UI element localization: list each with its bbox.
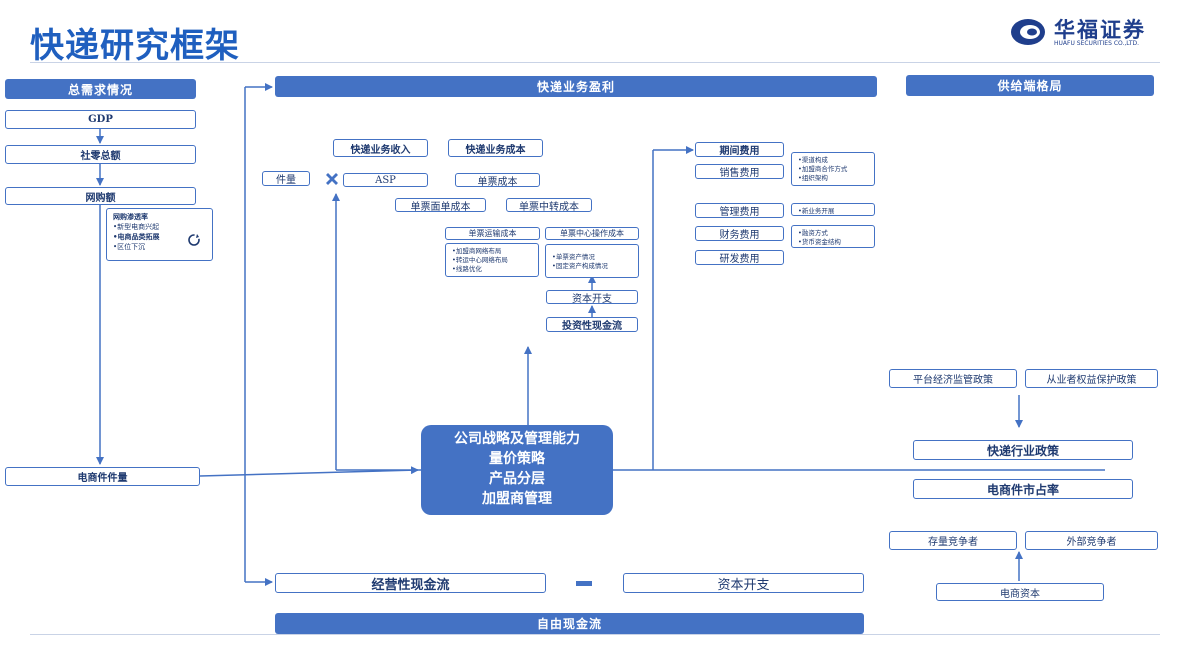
footer-divider <box>30 634 1160 635</box>
node-ecommerce-volume: 电商件件量 <box>5 467 200 486</box>
penetration-item: •新型电商兴起 <box>113 223 160 231</box>
refresh-cycle-icon <box>188 234 200 246</box>
node-express-cost: 快递业务成本 <box>448 139 543 157</box>
note-item: •加盟商网络布局 <box>452 247 502 255</box>
node-asp: ASP <box>343 173 428 187</box>
penetration-title: 网购渗透率 <box>113 212 148 221</box>
node-industry-policy: 快递行业政策 <box>913 440 1133 460</box>
note-item: •货币资金结构 <box>798 238 841 246</box>
node-investing-cashflow: 投资性现金流 <box>546 317 638 332</box>
note-transport: •加盟商网络布局 •转运中心网络布局 •线路优化 <box>445 243 539 277</box>
note-center-op: •单票资产情况 •固定资产构成情况 <box>545 244 639 278</box>
core-line: 公司战略及管理能力 <box>454 431 580 447</box>
penetration-item: •区位下沉 <box>113 243 146 251</box>
node-rnd-expenses: 研发费用 <box>695 250 784 265</box>
brand-name: 华福证券 <box>1054 17 1146 42</box>
node-gdp: GDP <box>5 110 196 129</box>
header-free-cashflow: 自由现金流 <box>275 613 864 634</box>
node-center-op-cost: 单票中心操作成本 <box>545 227 639 240</box>
penetration-item: •电商品类拓展 <box>113 232 160 241</box>
page-title: 快递研究框架 <box>30 26 240 66</box>
node-existing-competitors: 存量竞争者 <box>889 531 1017 550</box>
header-express-profit: 快递业务盈利 <box>275 76 877 97</box>
node-market-share: 电商件市占率 <box>913 479 1133 499</box>
node-worker-policy: 从业者权益保护政策 <box>1025 369 1158 388</box>
node-selling-expenses: 销售费用 <box>695 164 784 179</box>
core-line: 产品分层 <box>489 471 545 487</box>
node-transport-cost: 单票运输成本 <box>445 227 540 240</box>
brand-logo: 华福证券 HUAFU SECURITIES CO.,LTD. <box>1010 14 1160 50</box>
note-finance: •融资方式 •货币资金结构 <box>791 225 875 248</box>
minus-icon <box>576 581 592 586</box>
brand-mark-icon <box>1011 19 1045 45</box>
header-total-demand: 总需求情况 <box>5 79 196 99</box>
note-item: •固定资产构成情况 <box>552 262 608 270</box>
note-selling: •渠道构成 •加盟商合作方式 •组织架构 <box>791 152 875 186</box>
node-online-penetration: 网购渗透率 •新型电商兴起 •电商品类拓展 •区位下沉 <box>106 208 213 261</box>
note-item: •渠道构成 <box>798 156 828 164</box>
node-transfer-cost: 单票中转成本 <box>506 198 592 213</box>
node-online-sales: 网购额 <box>5 187 196 205</box>
header-divider <box>30 62 1160 63</box>
node-face-sheet-cost: 单票面单成本 <box>395 198 486 213</box>
note-item: •融资方式 <box>798 229 828 237</box>
node-platform-policy: 平台经济监管政策 <box>889 369 1017 388</box>
node-external-competitors: 外部竞争者 <box>1025 531 1158 550</box>
node-finance-expenses: 财务费用 <box>695 226 784 241</box>
node-capex: 资本开支 <box>546 290 638 305</box>
header-supply-structure: 供给端格局 <box>906 75 1154 96</box>
note-item: •加盟商合作方式 <box>798 165 848 173</box>
note-item: •新业务开展 <box>798 207 835 215</box>
node-unit-cost: 单票成本 <box>455 173 540 188</box>
note-item: •组织架构 <box>798 174 828 182</box>
node-admin-expenses: 管理费用 <box>695 203 784 218</box>
note-item: •单票资产情况 <box>552 253 595 261</box>
note-admin: •新业务开展 <box>791 203 875 216</box>
core-line: 量价策略 <box>489 451 545 467</box>
core-line: 加盟商管理 <box>482 491 552 507</box>
node-period-expenses: 期间费用 <box>695 142 784 157</box>
note-item: •转运中心网络布局 <box>452 256 508 264</box>
note-item: •线路优化 <box>452 265 482 273</box>
node-capex-bottom: 资本开支 <box>623 573 864 593</box>
node-volume: 件量 <box>262 171 310 186</box>
node-company-strategy: 公司战略及管理能力 量价策略 产品分层 加盟商管理 <box>421 425 613 515</box>
brand-name-en: HUAFU SECURITIES CO.,LTD. <box>1054 40 1140 47</box>
node-retail-total: 社零总额 <box>5 145 196 164</box>
node-operating-cashflow: 经营性现金流 <box>275 573 546 593</box>
node-ecommerce-capital: 电商资本 <box>936 583 1104 601</box>
node-express-revenue: 快递业务收入 <box>333 139 428 157</box>
multiply-icon <box>326 173 338 185</box>
